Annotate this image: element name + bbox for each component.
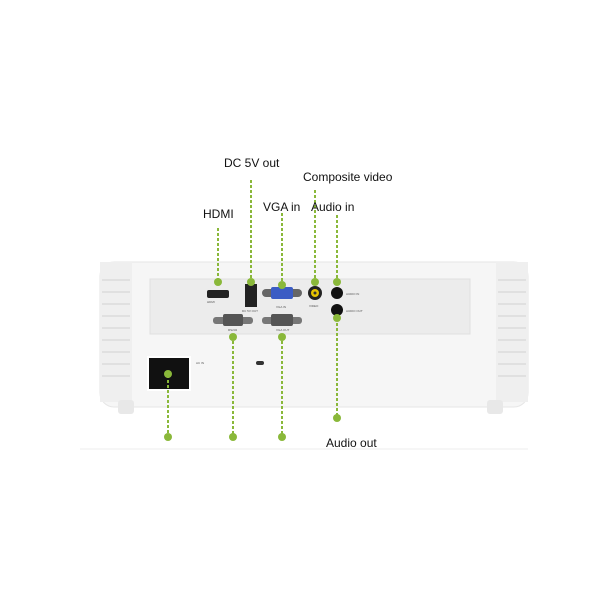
label-composite-video: Composite video — [303, 170, 393, 184]
callout-lines — [167, 180, 338, 437]
audio-in-port — [331, 287, 343, 299]
rs232-marking: RS232 — [228, 328, 238, 332]
video-marking: VIDEO — [309, 304, 319, 308]
projector-body — [80, 261, 529, 450]
audio-in-marking: AUDIO IN — [346, 292, 360, 296]
label-vga-in: VGA in — [263, 200, 301, 214]
label-audio-out: Audio out — [326, 436, 377, 450]
vga-in-marking: VGA IN — [276, 305, 287, 309]
label-dc5v-out: DC 5V out — [224, 156, 280, 170]
vga-out-port — [262, 314, 302, 326]
dc5v-marking: DC 5V OUT — [242, 309, 259, 313]
video-port — [308, 286, 322, 300]
hdmi-port — [207, 290, 229, 298]
rs232-port — [213, 314, 253, 326]
vga-out-marking: VGA OUT — [276, 328, 290, 332]
usb-port — [245, 284, 257, 307]
label-hdmi: HDMI — [203, 207, 234, 221]
hdmi-marking: HDMI — [207, 300, 215, 304]
kensington-slot — [256, 361, 264, 365]
ac-in-marking: AC IN — [196, 361, 205, 365]
audio-out-port — [331, 304, 343, 316]
audio-out-marking: AUDIO OUT — [346, 309, 363, 313]
vga-in-port — [262, 287, 302, 299]
label-audio-in: Audio in — [311, 200, 355, 214]
callout-dots — [164, 278, 341, 441]
